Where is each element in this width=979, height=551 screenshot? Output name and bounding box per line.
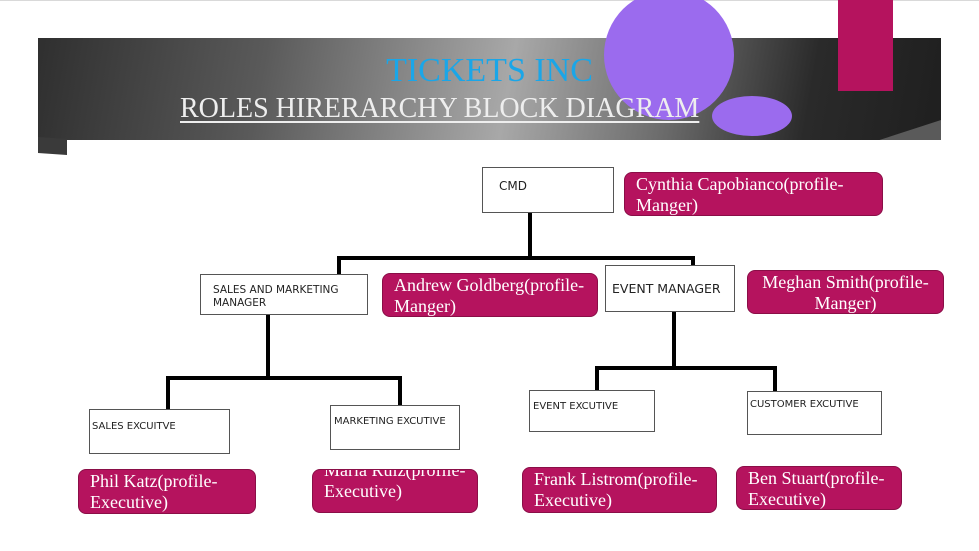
person-label: Meghan Smith(profile-Manger) — [762, 272, 929, 313]
person-label: Phil Katz(profile-Executive) — [90, 471, 218, 512]
top-border — [0, 0, 979, 1]
person-label: Cynthia Capobianco(profile-Manger) — [636, 174, 844, 215]
person-badge-cmd: Cynthia Capobianco(profile-Manger) — [624, 172, 883, 216]
role-box-event-executive: EVENT EXCUTIVE — [529, 390, 655, 432]
connector-em-down — [672, 311, 676, 369]
connector-sm-horizontal — [166, 376, 402, 380]
connector-to-marketing-exec — [398, 376, 402, 406]
person-badge-event-executive: Frank Listrom(profile-Executive) — [522, 467, 717, 513]
banner-wedge-decoration — [831, 120, 941, 140]
banner-tab-decoration — [38, 136, 67, 156]
header-banner — [38, 38, 941, 140]
role-label: SALES AND MARKETING MANAGER — [213, 284, 339, 309]
role-box-customer-executive: CUSTOMER EXCUTIVE — [747, 391, 882, 435]
role-label: SALES EXCUITVE — [92, 421, 176, 432]
purple-circle-decoration — [604, 0, 734, 120]
role-label: CMD — [499, 179, 527, 193]
role-box-sales-executive: SALES EXCUITVE — [89, 409, 230, 454]
connector-level1-horizontal — [337, 256, 695, 260]
connector-to-customer-exec — [773, 366, 777, 392]
magenta-bar-decoration — [838, 0, 893, 91]
person-badge-event-manager: Meghan Smith(profile-Manger) — [747, 270, 944, 314]
connector-to-sales-exec — [166, 376, 170, 410]
person-label: Frank Listrom(profile-Executive) — [534, 469, 698, 510]
person-badge-marketing-executive: Maria Ruiz(profile-Executive) — [312, 469, 478, 513]
purple-circle-small-decoration — [712, 96, 792, 136]
person-label: Ben Stuart(profile-Executive) — [748, 468, 885, 509]
person-label: Andrew Goldberg(profile-Manger) — [394, 275, 585, 316]
page-subtitle: ROLES HIRERARCHY BLOCK DIAGRAM — [180, 93, 700, 124]
person-label: Maria Ruiz(profile-Executive) — [324, 469, 466, 501]
connector-to-event-manager — [691, 256, 695, 268]
role-box-cmd: CMD — [482, 167, 614, 213]
role-box-marketing-executive: MARKETING EXCUTIVE — [330, 405, 460, 450]
role-label: EVENT EXCUTIVE — [533, 401, 619, 412]
role-label: MARKETING EXCUTIVE — [334, 416, 446, 427]
role-label: EVENT MANAGER — [612, 281, 721, 296]
person-badge-customer-executive: Ben Stuart(profile-Executive) — [736, 466, 902, 510]
connector-sm-down — [266, 314, 270, 379]
connector-em-horizontal — [595, 366, 777, 370]
connector-to-event-exec — [595, 366, 599, 390]
page-title: TICKETS INC — [386, 52, 593, 89]
role-box-event-manager: EVENT MANAGER — [605, 265, 735, 312]
person-badge-sales-executive: Phil Katz(profile-Executive) — [78, 469, 256, 514]
connector-cmd-down — [528, 212, 532, 259]
connector-to-sales-marketing — [337, 256, 341, 276]
person-badge-sales-marketing-manager: Andrew Goldberg(profile-Manger) — [382, 273, 598, 317]
role-box-sales-marketing-manager: SALES AND MARKETING MANAGER — [200, 274, 368, 315]
role-label: CUSTOMER EXCUTIVE — [750, 399, 859, 410]
